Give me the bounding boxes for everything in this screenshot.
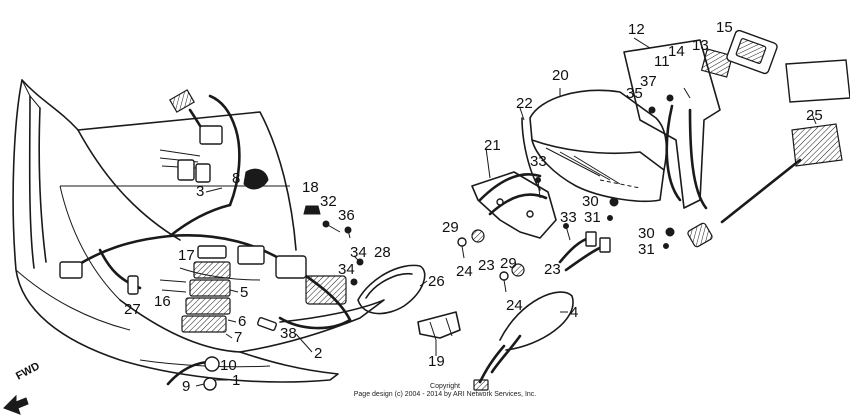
callout-37: 37 xyxy=(640,73,657,90)
callout-30b: 30 xyxy=(638,225,655,242)
callout-29b: 29 xyxy=(500,255,517,272)
leader-lines xyxy=(195,37,817,387)
callout-38: 38 xyxy=(280,325,297,342)
meter-bracket-part xyxy=(350,258,461,341)
wire-harness-part xyxy=(59,94,352,330)
callout-30a: 30 xyxy=(582,193,599,210)
fasteners-mid xyxy=(303,205,352,239)
fasteners-right xyxy=(457,177,675,293)
callout-34a: 34 xyxy=(350,244,367,261)
callout-33a: 33 xyxy=(530,153,547,170)
front-cowl-part xyxy=(12,79,385,383)
callout-9: 9 xyxy=(182,378,190,395)
callout-16: 16 xyxy=(154,293,171,310)
sub-harness-part xyxy=(159,89,223,183)
callout-3: 3 xyxy=(196,183,204,200)
callout-32: 32 xyxy=(320,193,337,210)
callout-29a: 29 xyxy=(442,219,459,236)
small-parts-left xyxy=(127,168,277,391)
callout-21: 21 xyxy=(484,137,501,154)
callout-25: 25 xyxy=(806,107,823,124)
callout-10: 10 xyxy=(220,357,237,374)
callout-31a: 31 xyxy=(584,209,601,226)
callout-36: 36 xyxy=(338,207,355,224)
meter-harness-part xyxy=(473,231,611,391)
callout-4: 4 xyxy=(570,304,578,321)
panel-cable-part xyxy=(687,59,850,248)
callout-5: 5 xyxy=(240,284,248,301)
instrument-stay-part xyxy=(471,171,557,239)
callout-8: 8 xyxy=(232,170,240,187)
callout-1: 1 xyxy=(232,372,240,389)
forward-arrow-icon xyxy=(3,394,29,415)
copyright-notice: Copyright Page design (c) 2004 - 2014 by… xyxy=(300,383,590,399)
callout-6: 6 xyxy=(238,313,246,330)
callout-31b: 31 xyxy=(638,241,655,258)
callout-labels: 1 2 3 4 5 6 7 8 9 10 11 12 13 14 15 16 1… xyxy=(124,19,823,395)
callout-23a: 23 xyxy=(478,257,495,274)
callout-12: 12 xyxy=(628,21,645,38)
callout-7: 7 xyxy=(234,329,242,346)
callout-26: 26 xyxy=(428,273,445,290)
callout-19: 19 xyxy=(428,353,445,370)
callout-14: 14 xyxy=(668,43,685,60)
callout-2: 2 xyxy=(314,345,322,362)
callout-23b: 23 xyxy=(544,261,561,278)
callout-35: 35 xyxy=(626,85,643,102)
callout-24b: 24 xyxy=(506,297,523,314)
callout-15: 15 xyxy=(716,19,733,36)
callout-27: 27 xyxy=(124,301,141,318)
callout-22: 22 xyxy=(516,95,533,112)
callout-28: 28 xyxy=(374,244,391,261)
callout-34b: 34 xyxy=(338,261,355,278)
callout-11: 11 xyxy=(654,53,670,70)
relay-block-part xyxy=(159,245,231,333)
meter-assembly-part xyxy=(521,89,668,203)
copyright-line-2: Page design (c) 2004 - 2014 by ARI Netwo… xyxy=(353,391,537,398)
tachometer-holder-part xyxy=(623,29,778,210)
callout-33b: 33 xyxy=(560,209,577,226)
callout-18: 18 xyxy=(302,179,319,196)
callout-20: 20 xyxy=(552,67,569,84)
callout-24a: 24 xyxy=(456,263,473,280)
callout-13: 13 xyxy=(692,37,709,54)
callout-17: 17 xyxy=(178,247,195,264)
copyright-line-1: Copyright xyxy=(430,383,460,390)
